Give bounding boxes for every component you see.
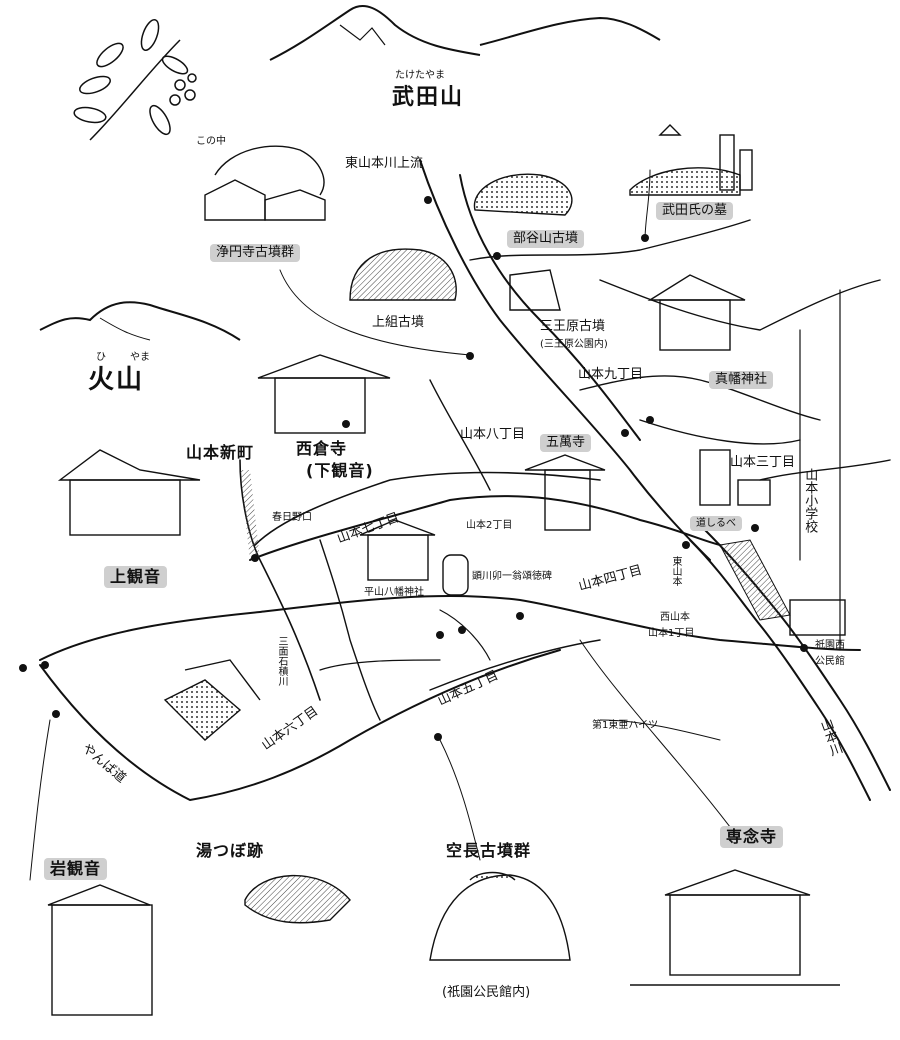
takeda-mountain-drawing (269, 5, 661, 61)
shinhata-shrine-label: 真幡神社 (709, 371, 774, 390)
district-nishi-yamamoto: 西山本 (660, 612, 690, 623)
hatched-roads (240, 470, 791, 621)
district-chome8: 山本八丁目 (460, 427, 526, 442)
higashi-yamamoto-river-label: 東山本川上流 (345, 156, 424, 171)
hiyama-ruby-yama: やま (130, 352, 150, 363)
district-chome1: 山本1丁目 (648, 628, 695, 639)
kucho-kofun-label: 空長古墳群 (446, 841, 532, 860)
district-chome3: 山本三丁目 (730, 455, 796, 470)
district-chome2: 山本2丁目 (466, 520, 513, 531)
sennenji-label: 専念寺 (720, 826, 784, 848)
kono-naka-note: この中 (196, 136, 226, 147)
hiyama-ruby-hi: ひ (96, 352, 106, 363)
hiyama-mountain-drawing (39, 301, 241, 341)
district-higashi-yamamoto: 東山本 (670, 556, 681, 586)
yamamoto-sho-label: 山本小学校 (802, 468, 818, 533)
kouminkan-label: 公民館 (815, 656, 845, 667)
takeda-ruby: たけたやま (395, 70, 445, 81)
point-markers (19, 196, 808, 741)
iwa-kannon-label: 岩観音 (44, 858, 108, 880)
michishirube-label: 道しるべ (690, 516, 742, 531)
gion-kouminkan-label: (祇園公民館内) (442, 985, 531, 1000)
sanmen-ishikawa-label: 三面石積川 (276, 636, 287, 686)
kami-kannon-label: 上観音 (104, 566, 168, 588)
jouenji-label: 浄円寺古墳群 (210, 244, 301, 263)
district-chome9: 山本九丁目 (578, 367, 644, 382)
kasugano-label: 春日野口 (272, 512, 312, 523)
hirakawa-shrine-label: 平山八幡神社 (364, 587, 424, 598)
shimo-kannon-label: (下観音) (306, 461, 374, 480)
takeda-mountain-name: 武田山 (392, 85, 465, 110)
district-shinmachi: 山本新町 (186, 443, 255, 462)
saisouji-label: 西倉寺 (296, 439, 348, 458)
building-sketches (47, 124, 846, 1016)
leaf-sprig-drawing (73, 19, 197, 141)
hiyama-mountain-name: 火山 (88, 365, 145, 395)
heyayama-label: 部谷山古墳 (507, 230, 585, 249)
sannohara-label: 三王原古墳 (540, 319, 606, 334)
road-network (29, 159, 891, 881)
sannomiya-okina-label: 顕川卯一翁頌徳碑 (472, 571, 552, 582)
kamikumi-label: 上組古墳 (372, 315, 425, 330)
yutsubo-label: 湯つぼ跡 (196, 841, 265, 860)
takeda-grave-label: 武田氏の墓 (656, 202, 734, 221)
daiichi-hights-label: 第1東亜ハイツ (592, 720, 659, 731)
gion-nishi-label: 祇園西 (815, 640, 845, 651)
gohouji-label: 五萬寺 (540, 434, 592, 453)
sannohara-park-label: (三王原公園内) (540, 339, 608, 350)
